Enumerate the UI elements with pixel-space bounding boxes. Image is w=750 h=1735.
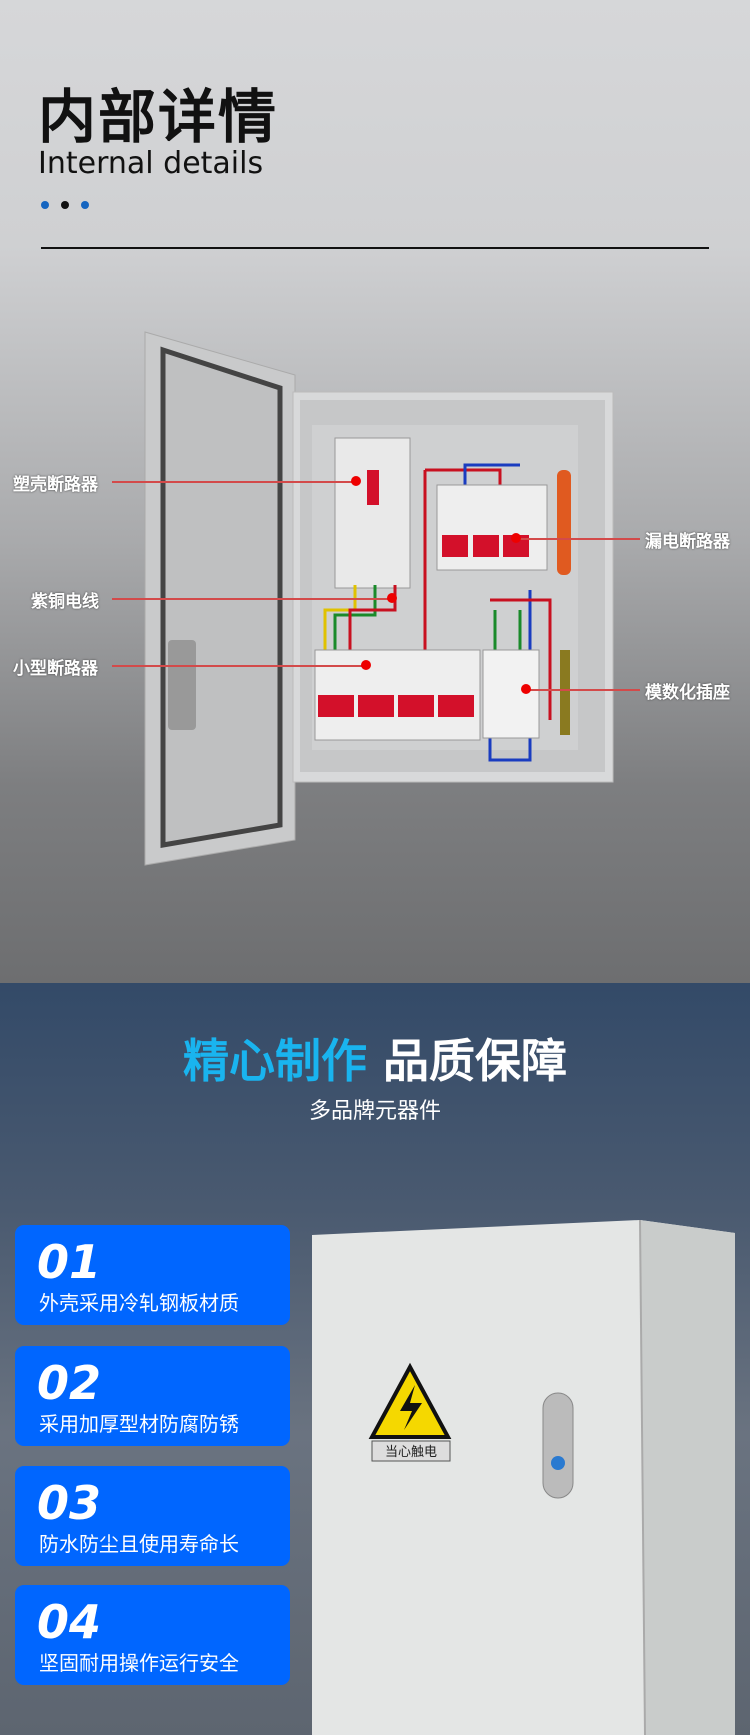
callout-line [112,598,392,600]
feature-number: 02 [37,1356,102,1410]
feature-text: 防水防尘且使用寿命长 [39,1532,239,1556]
callout-modular-socket: 模数化插座 [645,683,730,703]
feature-number: 01 [37,1235,102,1289]
door-latch [168,640,196,730]
decor-dot [41,201,49,209]
feature-text: 采用加厚型材防腐防锈 [39,1412,239,1436]
divider [41,247,709,249]
open-cabinet-illustration [144,331,614,866]
callout-line [112,481,356,483]
feature-text: 坚固耐用操作运行安全 [39,1651,239,1675]
callout-line [520,538,640,540]
callout-moulded-case-breaker: 塑壳断路器 [13,475,98,495]
callout-dot [521,684,531,694]
decor-dot [81,201,89,209]
warning-sign-text: 当心触电 [385,1445,437,1460]
quality-title-main: 品质保障 [383,1034,567,1088]
quality-title: 精心制作 品质保障 [0,1025,750,1091]
callout-copper-wire: 紫铜电线 [31,592,99,612]
callout-line [530,689,640,691]
quality-subtitle: 多品牌元器件 [308,1099,441,1124]
callout-leakage-breaker: 漏电断路器 [645,532,730,552]
section-subtitle: Internal details [38,146,264,181]
callout-dot [511,533,521,543]
cabinet-handle [542,1392,574,1499]
feature-number: 04 [37,1595,102,1649]
quality-title-accent: 精心制作 [182,1034,367,1088]
callout-dot [361,660,371,670]
callout-dot [387,593,397,603]
closed-cabinet-illustration: 当心触电 [312,1219,735,1735]
callout-line [112,665,362,667]
section-title: 内部详情 [38,83,279,151]
callout-miniature-breaker: 小型断路器 [13,659,98,679]
decor-dot [61,201,69,209]
callout-dot [351,476,361,486]
feature-text: 外壳采用冷轧钢板材质 [39,1291,239,1315]
internal-details-section: 内部详情 Internal details 塑壳断路器 紫铜电线 小型断路器 漏… [0,0,750,983]
feature-number: 03 [37,1476,102,1530]
